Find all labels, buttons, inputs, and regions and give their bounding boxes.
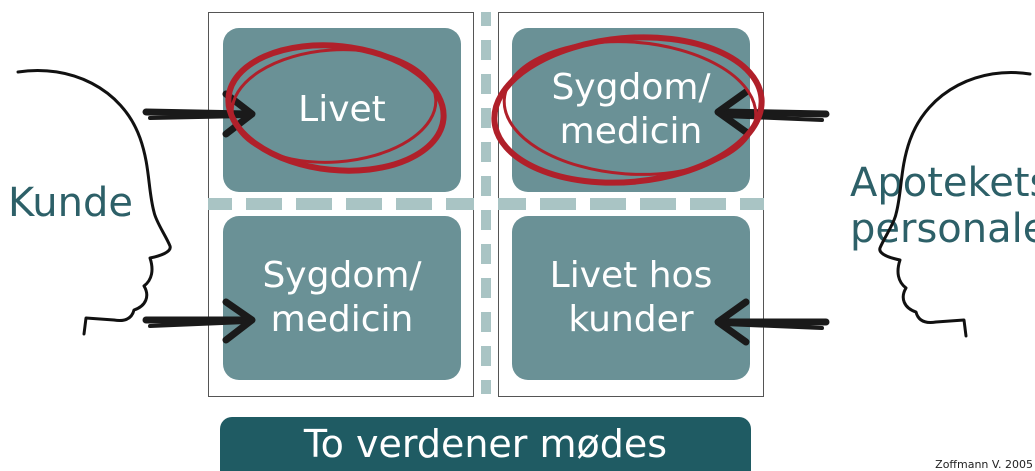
banner-two-worlds-meet: To verdener mødes bbox=[220, 417, 751, 471]
vertical-dashed-divider bbox=[481, 12, 491, 394]
source-credit: Zoffmann V. 2005 bbox=[935, 458, 1033, 471]
quadrant-bottom-left-text: Sygdom/ medicin bbox=[262, 255, 422, 340]
quadrant-bottom-right: Livet hos kunder bbox=[512, 216, 750, 380]
quadrant-top-left-text: Livet bbox=[298, 89, 386, 130]
quadrant-top-left: Livet bbox=[223, 28, 461, 192]
staff-label: Apotekets personale bbox=[850, 160, 1035, 252]
quadrant-bottom-right-text: Livet hos kunder bbox=[549, 255, 713, 340]
customer-label: Kunde bbox=[8, 180, 133, 226]
quadrant-top-right: Sygdom/ medicin bbox=[512, 28, 750, 192]
quadrant-top-right-text: Sygdom/ medicin bbox=[551, 67, 711, 152]
quadrant-bottom-left: Sygdom/ medicin bbox=[223, 216, 461, 380]
